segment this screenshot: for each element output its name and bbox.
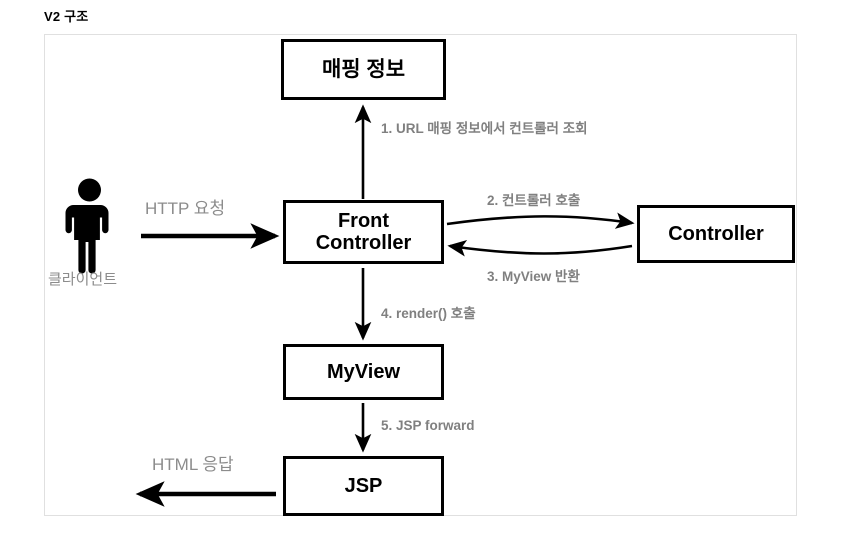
node-controller[interactable]: Controller (637, 205, 795, 263)
node-myview-label: MyView (327, 360, 400, 383)
label-step-4: 4. render() 호출 (381, 306, 476, 321)
node-jsp[interactable]: JSP (283, 456, 444, 516)
label-html-response: HTML 응답 (152, 455, 234, 474)
page-title: V2 구조 (44, 9, 89, 24)
node-jsp-label: JSP (344, 474, 383, 497)
node-controller-label: Controller (668, 222, 764, 245)
node-front-controller-label-line2: Controller (315, 232, 412, 254)
label-step-1: 1. URL 매핑 정보에서 컨트롤러 조회 (381, 121, 588, 136)
node-front-controller-label-line1: Front (337, 209, 390, 232)
node-myview[interactable]: MyView (283, 344, 444, 400)
node-mapping-info-label: 매핑 정보 (321, 57, 406, 81)
label-http-request: HTTP 요청 (145, 199, 226, 218)
label-step-2: 2. 컨트롤러 호출 (487, 193, 581, 208)
node-mapping-info[interactable]: 매핑 정보 (281, 39, 446, 100)
node-front-controller[interactable]: Front Controller (283, 200, 444, 264)
diagram-frame (44, 34, 797, 516)
label-step-3: 3. MyView 반환 (487, 269, 580, 284)
label-client: 클라이언트 (48, 271, 118, 288)
label-step-5: 5. JSP forward (381, 418, 475, 433)
